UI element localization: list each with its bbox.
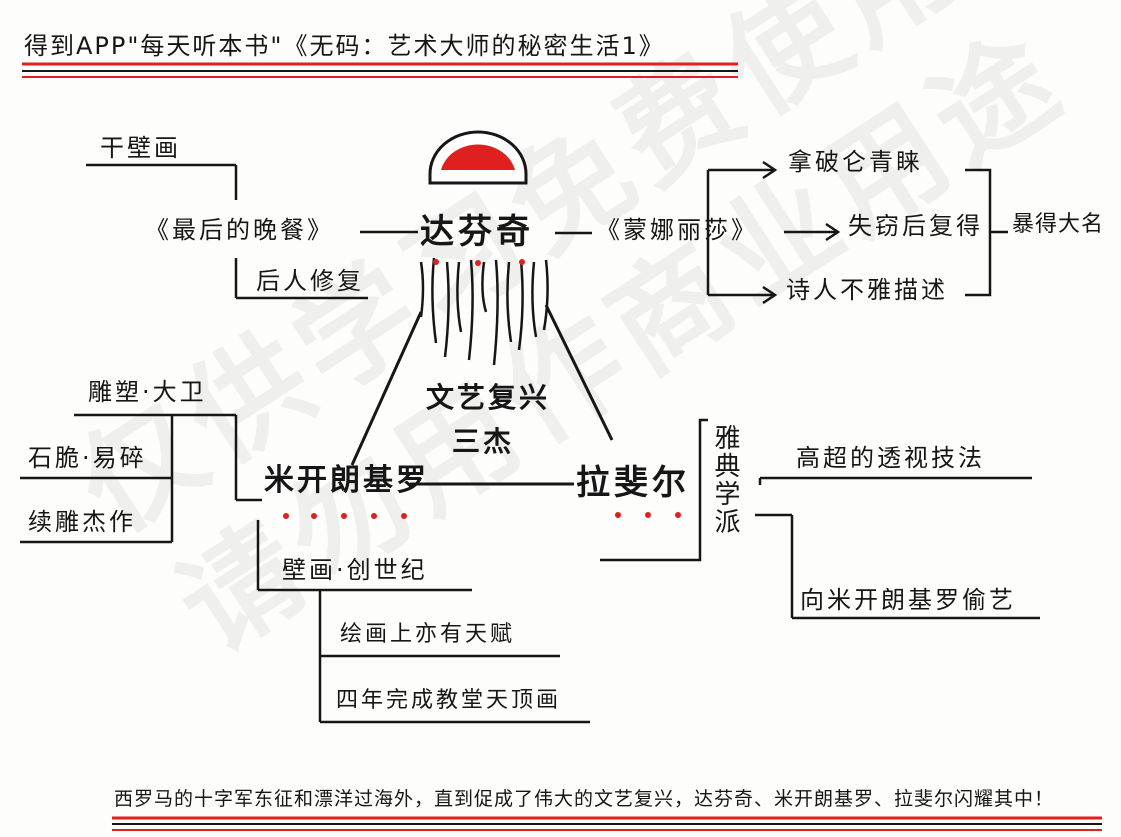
- davinci-right-item-1: 拿破仑青睐: [788, 148, 923, 176]
- michelangelo-lower-branches: [256, 520, 590, 724]
- raphael-school-item-1: 高超的透视技法: [796, 444, 985, 472]
- davinci-beard: [419, 257, 549, 366]
- raphael-school-item-2: 向米开朗基罗偷艺: [800, 586, 1016, 614]
- renaissance-triangle: [350, 304, 614, 486]
- davinci-name: 达芬奇: [420, 212, 534, 252]
- raphael-red-dots: [615, 512, 681, 518]
- michelangelo-left-branches: [20, 413, 262, 544]
- davinci-head-red-fill: [441, 144, 515, 170]
- michelangelo-fresco: 壁画·创世纪: [282, 556, 428, 584]
- michelangelo-red-dots: [283, 513, 407, 519]
- center-label-line-1: 文艺复兴: [426, 381, 551, 414]
- michelangelo-fresco-item-2: 四年完成教堂天顶画: [336, 688, 562, 713]
- davinci-right-item-2: 失窃后复得: [848, 212, 983, 240]
- davinci-right-branches: [555, 160, 1008, 305]
- center-label-line-2: 三杰: [452, 425, 515, 458]
- davinci-left-branches: [86, 163, 418, 300]
- footer-summary: 西罗马的十字军东征和漂洋过海外，直到促成了伟大的文艺复兴，达芬奇、米开朗基罗、拉…: [114, 788, 1055, 810]
- michelangelo-name: 米开朗基罗: [264, 463, 429, 498]
- michelangelo-sculpture: 雕塑·大卫: [88, 378, 207, 406]
- raphael-branches: [600, 418, 1040, 620]
- michelangelo-sculpture-item-1: 石脆·易碎: [28, 444, 147, 472]
- davinci-right-work: 《蒙娜丽莎》: [596, 216, 758, 244]
- michelangelo-sculpture-item-2: 续雕杰作: [28, 508, 136, 536]
- davinci-right-item-3: 诗人不雅描述: [786, 276, 948, 304]
- davinci-right-summary: 暴得大名: [1012, 212, 1105, 237]
- davinci-left-top: 干壁画: [100, 134, 181, 162]
- davinci-left-work: 《最后的晚餐》: [145, 216, 334, 244]
- michelangelo-fresco-item-1: 绘画上亦有天赋: [340, 622, 516, 647]
- raphael-name: 拉斐尔: [576, 463, 690, 503]
- page-title: 得到APP"每天听本书"《无码：艺术大师的秘密生活1》: [24, 32, 665, 60]
- davinci-left-bottom: 后人修复: [256, 267, 364, 295]
- raphael-school: 雅典学派: [710, 424, 740, 536]
- davinci-red-dots: [433, 259, 525, 266]
